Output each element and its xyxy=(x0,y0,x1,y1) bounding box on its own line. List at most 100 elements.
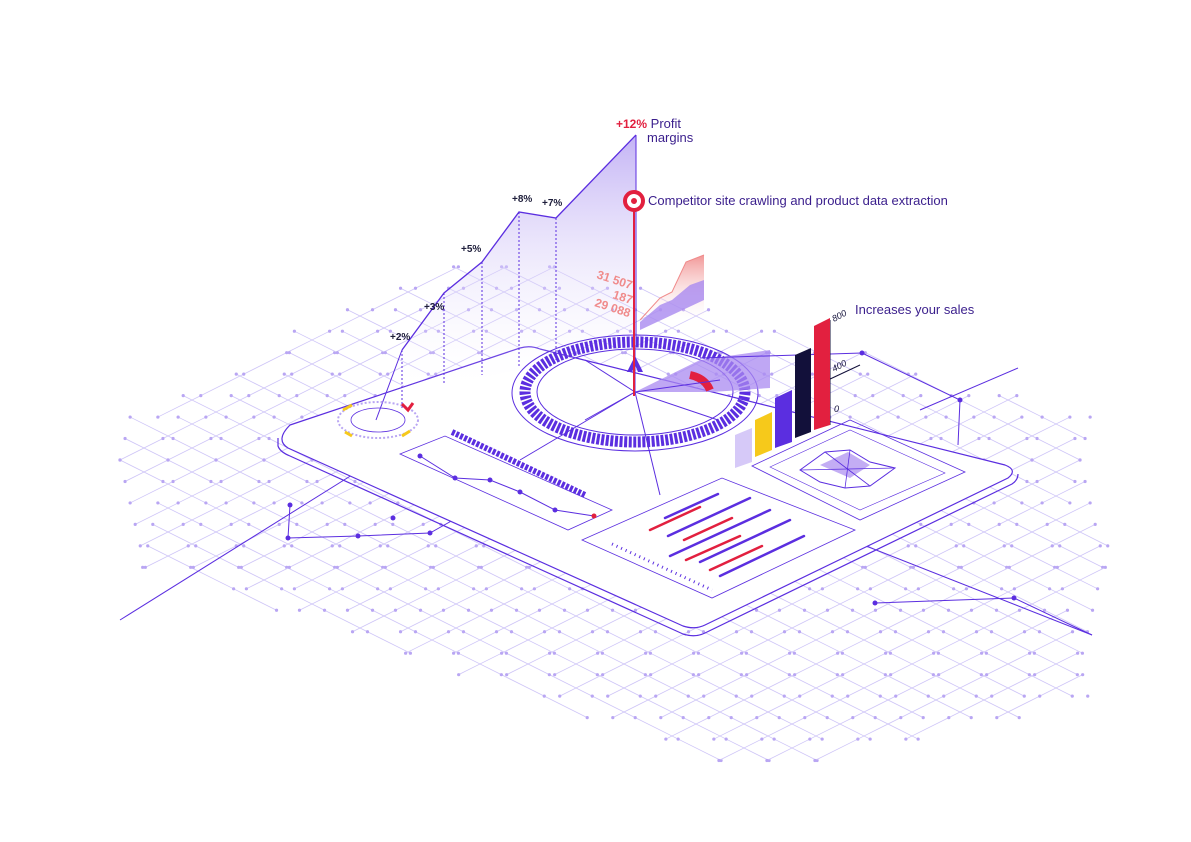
grid-node xyxy=(257,436,261,441)
grid-line xyxy=(463,631,507,654)
grid-line xyxy=(544,609,588,633)
grid-node xyxy=(985,673,989,677)
grid-line xyxy=(299,588,343,611)
grid-line xyxy=(943,631,987,654)
grid-line xyxy=(1031,459,1076,482)
grid-line xyxy=(688,695,732,718)
grid-node xyxy=(770,372,774,376)
grid-node xyxy=(878,694,882,698)
grid-node xyxy=(398,286,403,290)
grid-node xyxy=(1073,436,1077,441)
grid-line xyxy=(1054,566,1098,590)
grid-node xyxy=(474,544,478,548)
grid-line xyxy=(157,502,201,525)
grid-node xyxy=(987,436,991,441)
grid-line xyxy=(1041,416,1086,439)
grid-line xyxy=(890,652,934,676)
grid-line xyxy=(554,652,598,676)
grid-node xyxy=(840,651,845,655)
grid-line xyxy=(236,524,280,547)
grid-line xyxy=(382,566,426,590)
grid-line xyxy=(395,588,439,611)
grid-line xyxy=(152,524,196,547)
grid-line xyxy=(516,609,560,633)
grid-node xyxy=(224,501,228,505)
grid-node xyxy=(1096,587,1100,591)
grid-node xyxy=(413,630,418,634)
grid-node xyxy=(871,393,875,398)
grid-line xyxy=(1026,481,1071,504)
grid-line xyxy=(1006,566,1050,590)
grid-node xyxy=(939,436,943,441)
grid-line xyxy=(933,674,977,697)
grid-line xyxy=(683,717,727,740)
grid-line xyxy=(220,438,265,461)
grid-node xyxy=(1017,716,1021,720)
grid-node xyxy=(378,544,382,548)
grid-node xyxy=(434,544,438,548)
grid-node xyxy=(527,565,531,569)
grid-line xyxy=(347,309,391,332)
grid-line xyxy=(478,566,522,590)
grid-line xyxy=(996,695,1040,718)
grid-node xyxy=(830,694,834,698)
grid-line xyxy=(725,738,770,761)
grid-node xyxy=(267,479,271,484)
grid-line xyxy=(195,545,239,568)
grid-node xyxy=(234,372,238,376)
grid-node xyxy=(128,415,132,419)
grid-node xyxy=(383,351,387,355)
grid-node xyxy=(691,651,696,655)
grid-node xyxy=(994,608,999,612)
grid-line xyxy=(837,674,881,697)
grid-node xyxy=(633,716,637,720)
grid-node xyxy=(224,415,228,419)
grid-node xyxy=(229,522,233,527)
grid-line xyxy=(877,395,921,418)
grid-node xyxy=(237,565,241,569)
grid-line xyxy=(804,695,848,718)
grid-node xyxy=(370,608,375,612)
grid-node xyxy=(992,501,996,505)
grid-line xyxy=(1009,545,1053,568)
grid-node xyxy=(936,651,941,655)
grid-node xyxy=(403,651,408,655)
grid-node xyxy=(456,651,461,655)
grid-node xyxy=(643,673,647,677)
grid-line xyxy=(496,609,540,633)
grid-line xyxy=(996,609,1040,633)
grid-line xyxy=(870,566,914,590)
profit-label: +12% Profit xyxy=(616,116,681,132)
grid-line xyxy=(897,416,942,439)
grid-line xyxy=(751,631,795,654)
grid-line xyxy=(913,545,957,568)
grid-node xyxy=(863,565,867,569)
grid-line xyxy=(443,588,487,611)
grid-line xyxy=(243,545,287,568)
grid-node xyxy=(797,630,802,634)
grid-node xyxy=(1040,501,1044,505)
grid-node xyxy=(557,630,562,634)
grid-node xyxy=(343,393,347,398)
grid-node xyxy=(421,522,425,527)
grid-node xyxy=(825,608,830,612)
grid-line xyxy=(761,717,805,740)
grid-node xyxy=(189,565,193,569)
grid-node xyxy=(338,544,342,548)
grid-node xyxy=(553,673,557,677)
grid-line xyxy=(385,545,429,568)
grid-node xyxy=(648,651,653,655)
grid-line xyxy=(286,330,330,354)
grid-line xyxy=(177,416,222,439)
grid-line xyxy=(430,566,474,590)
grid-node xyxy=(863,351,867,355)
grid-line xyxy=(215,459,260,482)
grid-line xyxy=(296,373,340,396)
grid-line xyxy=(347,588,391,611)
grid-node xyxy=(962,544,966,548)
grid-node xyxy=(921,716,925,720)
grid-node xyxy=(1022,630,1027,634)
grid-line xyxy=(1034,652,1078,676)
grid-node xyxy=(542,630,547,634)
grid-node xyxy=(441,608,446,612)
